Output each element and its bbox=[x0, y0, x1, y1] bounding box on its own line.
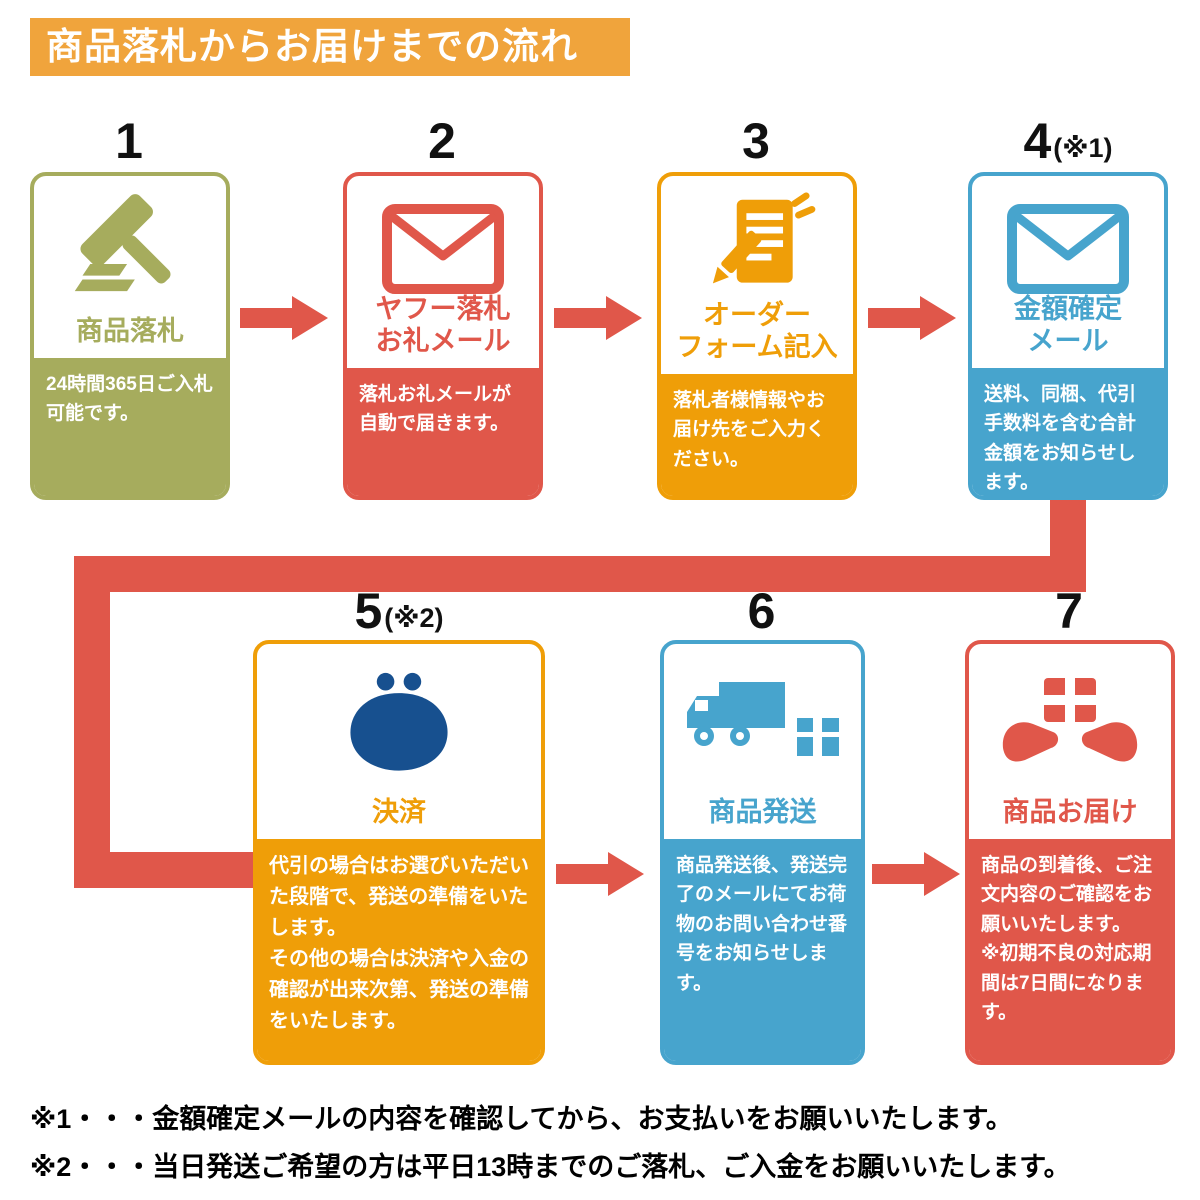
coin-purse-icon bbox=[350, 672, 448, 771]
step-description: 24時間365日ご入札可能です。 bbox=[34, 358, 226, 496]
flow-connector-into-step5 bbox=[74, 852, 256, 888]
flow-connector-down-left bbox=[74, 556, 110, 888]
step-description: 落札者様情報やお届け先をご入力ください。 bbox=[661, 373, 853, 496]
step-title: 商品発送 bbox=[708, 797, 817, 828]
step-card-payment: 決済 代引の場合はお選びいただいた段階で、発送の準備をいたします。 その他の場合… bbox=[253, 640, 545, 1065]
envelope-icon bbox=[382, 204, 504, 294]
step-title: 商品落札 bbox=[76, 316, 184, 347]
step-number-4: 4(※1) bbox=[1023, 113, 1113, 169]
footnote-1: ※1・・・金額確定メールの内容を確認してから、お支払いをお願いいたします。 bbox=[30, 1104, 1013, 1134]
pencil-form-icon bbox=[712, 192, 816, 284]
footnote-2: ※2・・・当日発送ご希望の方は平日13時までのご落札、ご入金をお願いいたします。 bbox=[30, 1152, 1071, 1182]
step-card-thanks-mail: ヤフー落札 お礼メール 落札お礼メールが自動で届きます。 bbox=[343, 172, 543, 500]
step-card-auction: 商品落札 24時間365日ご入札可能です。 bbox=[30, 172, 230, 500]
step-description: 商品の到着後、ご注文内容のご確認をお願いいたします。 ※初期不良の対応期間は7日… bbox=[969, 839, 1171, 1061]
hands-package-icon bbox=[1002, 678, 1138, 762]
page-title: 商品落札からお届けまでの流れ bbox=[30, 18, 630, 76]
step-description: 送料、同梱、代引手数料を含む合計金額をお知らせします。 bbox=[972, 367, 1164, 496]
flow-arrow-right bbox=[872, 852, 960, 896]
step-title: 商品お届け bbox=[1002, 797, 1138, 828]
flow-arrow-right bbox=[554, 296, 642, 340]
step-description: 商品発送後、発送完了のメールにてお荷物のお問い合わせ番号をお知らせします。 bbox=[664, 839, 861, 1061]
step-number-6: 6 bbox=[747, 583, 776, 639]
step-title: オーダー フォーム記入 bbox=[676, 300, 838, 362]
flow-arrow-right bbox=[556, 852, 644, 896]
step-description: 落札お礼メールが自動で届きます。 bbox=[347, 367, 539, 496]
envelope-icon bbox=[1007, 204, 1129, 294]
step-title: ヤフー落札 お礼メール bbox=[375, 294, 511, 356]
step-number-1: 1 bbox=[115, 113, 143, 169]
step-number-3: 3 bbox=[742, 113, 770, 169]
step-card-order-form: オーダー フォーム記入 落札者様情報やお届け先をご入力ください。 bbox=[657, 172, 857, 500]
step-title: 決済 bbox=[372, 797, 426, 828]
step-title: 金額確定 メール bbox=[1014, 294, 1122, 356]
step-card-price-mail: 金額確定 メール 送料、同梱、代引手数料を含む合計金額をお知らせします。 bbox=[968, 172, 1168, 500]
flow-arrow-right bbox=[868, 296, 956, 340]
step-card-delivery: 商品お届け 商品の到着後、ご注文内容のご確認をお願いいたします。 ※初期不良の対… bbox=[965, 640, 1175, 1065]
truck-box-icon bbox=[686, 682, 839, 756]
step-number-5: 5(※2) bbox=[354, 583, 444, 639]
flow-arrow-right bbox=[240, 296, 328, 340]
step-number-2: 2 bbox=[428, 113, 456, 169]
flow-connector-across bbox=[74, 556, 1086, 592]
step-description: 代引の場合はお選びいただいた段階で、発送の準備をいたします。 その他の場合は決済… bbox=[257, 839, 541, 1061]
step-card-shipping: 商品発送 商品発送後、発送完了のメールにてお荷物のお問い合わせ番号をお知らせしま… bbox=[660, 640, 865, 1065]
gavel-icon bbox=[74, 194, 171, 292]
step-number-7: 7 bbox=[1055, 583, 1083, 639]
